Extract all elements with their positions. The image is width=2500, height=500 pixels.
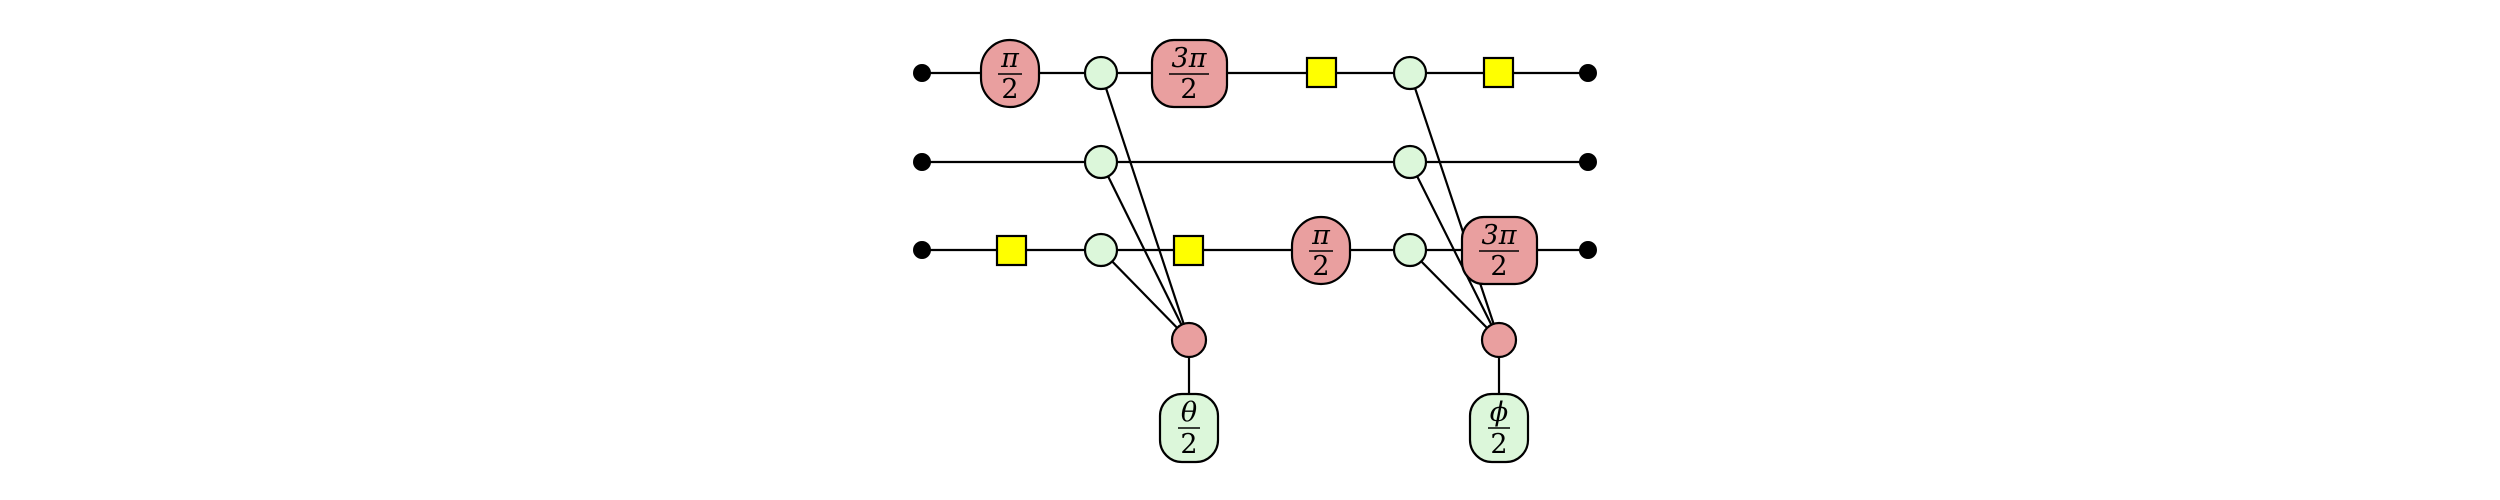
phase-spider-pi-over-2-qubit-1: π 2	[979, 38, 1041, 109]
phase-spider-pi-over-2-qubit-3: π 2	[1290, 215, 1352, 286]
z-spiders	[1083, 55, 1428, 268]
z-spider	[1392, 232, 1428, 268]
phase-spider-3pi-over-2-qubit-1: 3π 2	[1150, 38, 1229, 109]
phase-spider-theta-over-2: θ 2	[1158, 392, 1220, 464]
phase-denominator: 2	[1001, 74, 1018, 105]
hadamard-box	[1482, 56, 1515, 89]
output-terminal-3	[1579, 241, 1597, 259]
z-spider	[1083, 232, 1119, 268]
input-terminal-2	[913, 153, 931, 171]
phase-denominator: 2	[1180, 429, 1197, 460]
input-terminal-3	[913, 241, 931, 259]
phase-numerator: 3π	[1172, 43, 1208, 74]
hadamard-gates	[995, 56, 1515, 267]
z-spider	[1083, 55, 1119, 91]
phase-numerator: θ	[1181, 397, 1197, 428]
gadget-2-leg-qubit-3	[1409, 249, 1500, 341]
phase-spider-phi-over-2: ϕ 2	[1468, 392, 1530, 464]
input-terminal-1	[913, 64, 931, 82]
gadget-1-leg-qubit-3	[1100, 249, 1190, 341]
gadget-1-leg-qubit-2	[1100, 161, 1190, 341]
phase-denominator: 2	[1180, 74, 1197, 105]
phase-numerator: π	[1000, 43, 1020, 74]
gadget-1-leg-qubit-1	[1099, 72, 1191, 341]
hadamard-box	[1305, 56, 1338, 89]
phase-denominator: 2	[1490, 429, 1507, 460]
hadamard-box	[995, 234, 1028, 267]
phase-numerator: π	[1311, 220, 1331, 251]
output-terminal-1	[1579, 64, 1597, 82]
z-spider	[1392, 144, 1428, 180]
gadget-1-x-spider	[1170, 321, 1208, 359]
phase-denominator: 2	[1490, 251, 1507, 282]
phase-spider-3pi-over-2-qubit-3: 3π 2	[1460, 215, 1539, 286]
phase-numerator: 3π	[1482, 220, 1518, 251]
gadget-2-leg-qubit-2	[1409, 161, 1500, 341]
z-spider	[1083, 144, 1119, 180]
output-terminal-2	[1579, 153, 1597, 171]
outputs	[1579, 64, 1597, 259]
gadget-2-leg-qubit-1	[1408, 72, 1501, 341]
hadamard-box	[1172, 234, 1205, 267]
inputs	[913, 64, 931, 259]
gadget-2-x-spider	[1480, 321, 1518, 359]
phase-denominator: 2	[1312, 251, 1329, 282]
phase-numerator: ϕ	[1490, 397, 1508, 428]
x-spiders	[1170, 321, 1518, 359]
z-spider	[1392, 55, 1428, 91]
